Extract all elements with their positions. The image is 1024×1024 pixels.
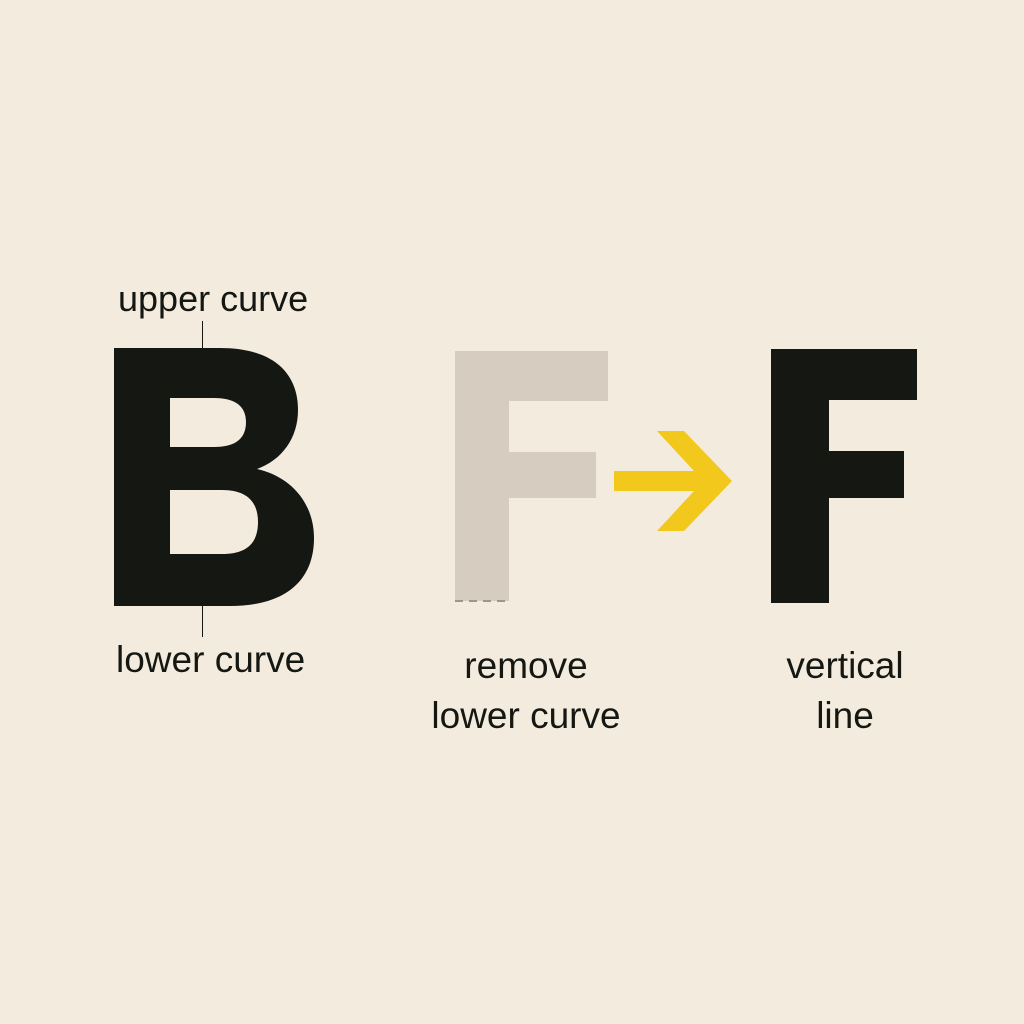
upper-curve-pointer-line [202, 321, 203, 348]
right-arrow-icon-svg [614, 431, 732, 531]
remove-label-line1: remove [464, 645, 588, 686]
remove-lower-curve-label: remove lower curve [408, 641, 644, 741]
vertical-line-label-line1: vertical [786, 645, 904, 686]
remove-label-line2: lower curve [431, 695, 621, 736]
ghost-letter-f-glyph [455, 351, 608, 602]
vertical-line-label-line2: line [816, 695, 874, 736]
ghost-letter-f [455, 351, 611, 605]
lower-curve-label: lower curve [116, 639, 306, 680]
letter-f-glyph [771, 349, 917, 603]
upper-curve-label: upper curve [118, 278, 309, 319]
letter-b-glyph [114, 348, 314, 606]
lower-curve-pointer-line [202, 604, 203, 637]
letter-b [114, 348, 320, 606]
right-arrow-icon [614, 431, 734, 531]
letter-f [771, 349, 919, 605]
vertical-line-label: vertical line [760, 641, 930, 741]
